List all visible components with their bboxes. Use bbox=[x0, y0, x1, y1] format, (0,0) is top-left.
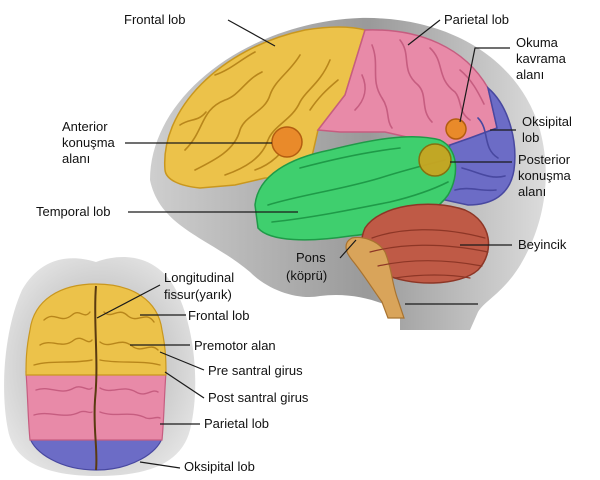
side-view-leader-lines bbox=[125, 19, 516, 305]
label-pons-line1: Pons bbox=[296, 250, 326, 265]
label-temporal-lobe: Temporal lob bbox=[36, 204, 110, 219]
label-reading-area-line1: Okuma bbox=[516, 35, 559, 50]
label-posterior-speech-line2: konuşma bbox=[518, 168, 572, 183]
label-occipital-lobe-line1: Oksipital bbox=[522, 114, 572, 129]
label-anterior-speech-line3: alanı bbox=[62, 151, 90, 166]
frontal-lobe bbox=[164, 26, 366, 189]
label-cerebellum: Beyincik bbox=[518, 237, 567, 252]
parietal-lobe bbox=[316, 29, 498, 146]
label-top-parietal-lobe: Parietal lob bbox=[204, 416, 269, 431]
posterior-speech-area-marker bbox=[418, 143, 452, 177]
label-longitudinal-fissure-line1: Longitudinal bbox=[164, 270, 234, 285]
occipital-gyri bbox=[454, 117, 506, 192]
label-reading-area-line3: alanı bbox=[516, 67, 544, 82]
label-anterior-speech-line1: Anterior bbox=[62, 119, 108, 134]
top-parietal-gyri bbox=[33, 386, 161, 420]
top-view-leader-lines bbox=[96, 284, 205, 469]
label-reading-area-line2: kavrama bbox=[516, 51, 567, 66]
top-parietal bbox=[25, 371, 167, 441]
longitudinal-fissure bbox=[93, 285, 98, 471]
label-top-occipital-lobe: Oksipital lob bbox=[184, 459, 255, 474]
top-frontal-gyri bbox=[33, 311, 161, 366]
label-posterior-speech-line3: alanı bbox=[518, 184, 546, 199]
label-longitudinal-fissure-line2: fissur(yarık) bbox=[164, 287, 232, 302]
label-frontal-lobe: Frontal lob bbox=[124, 12, 185, 27]
label-anterior-speech-line2: konuşma bbox=[62, 135, 116, 150]
reading-comprehension-area-marker bbox=[445, 118, 467, 140]
label-parietal-lobe: Parietal lob bbox=[444, 12, 509, 27]
label-postcentral-gyrus: Post santral girus bbox=[208, 390, 309, 405]
label-precentral-gyrus: Pre santral girus bbox=[208, 363, 303, 378]
parietal-gyri bbox=[354, 39, 485, 129]
anterior-speech-area-marker bbox=[271, 126, 303, 158]
label-top-frontal-lobe: Frontal lob bbox=[188, 308, 249, 323]
top-view: Longitudinal fissur(yarık) Frontal lob P… bbox=[4, 257, 309, 476]
label-pons-line2: (köprü) bbox=[286, 268, 327, 283]
brainstem bbox=[345, 236, 405, 319]
label-premotor-area: Premotor alan bbox=[194, 338, 276, 353]
label-occipital-lobe-line2: lob bbox=[522, 130, 539, 145]
cerebellum-folia bbox=[369, 229, 489, 279]
label-posterior-speech-line1: Posterior bbox=[518, 152, 571, 167]
side-view: Frontal lob Parietal lob Okuma kavrama a… bbox=[36, 12, 572, 331]
